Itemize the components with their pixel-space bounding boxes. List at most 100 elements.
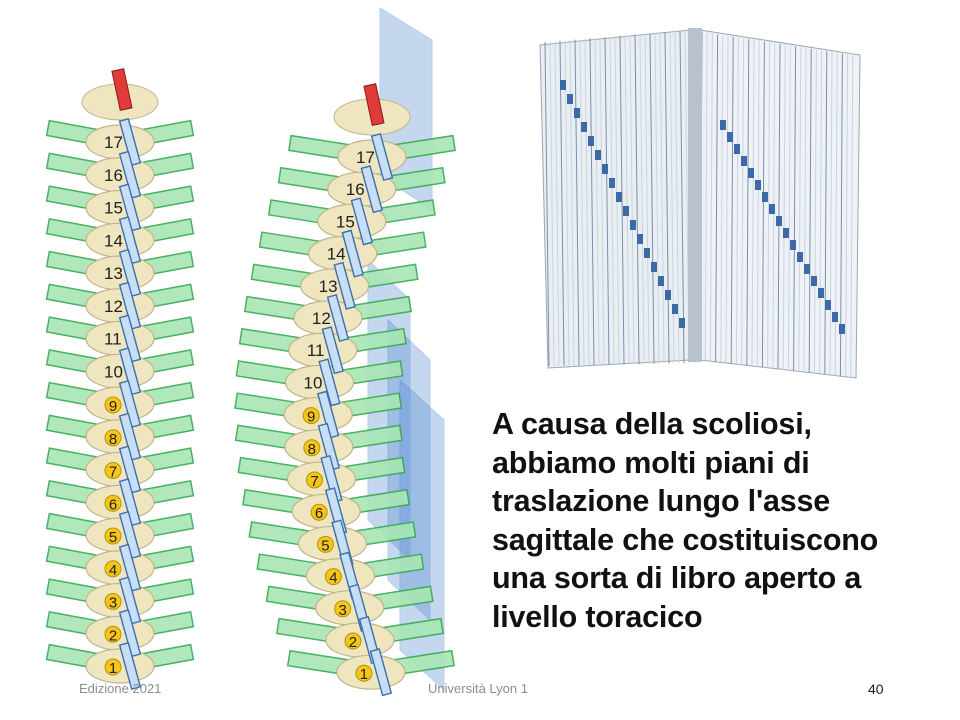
label-badge bbox=[344, 632, 362, 650]
page-edge bbox=[609, 36, 615, 365]
page-edge bbox=[574, 39, 580, 366]
axis-tube bbox=[321, 326, 345, 375]
label-badge bbox=[310, 503, 328, 521]
thumb-index-mark bbox=[630, 220, 636, 230]
thumb-index-mark bbox=[797, 252, 803, 262]
axis-tube bbox=[118, 412, 142, 461]
thumb-index-mark bbox=[783, 228, 789, 238]
label-badge bbox=[303, 439, 321, 457]
label-badge bbox=[104, 593, 122, 610]
thumb-index-mark bbox=[672, 304, 678, 314]
red-marker bbox=[111, 68, 133, 111]
vertebra-label: 8 bbox=[109, 431, 117, 448]
page-edge bbox=[624, 35, 630, 365]
vertebra-label: 5 bbox=[109, 529, 117, 546]
label-badge bbox=[334, 600, 352, 618]
thumb-index-mark bbox=[720, 120, 726, 130]
axis-tube bbox=[118, 543, 142, 592]
label-badge bbox=[104, 625, 122, 643]
axis-tube bbox=[320, 454, 343, 504]
axis-tube bbox=[341, 229, 364, 278]
vertebra-label: 3 bbox=[339, 602, 347, 619]
label-badge bbox=[316, 535, 334, 553]
axis-tube bbox=[370, 132, 394, 182]
red-marker bbox=[363, 83, 385, 126]
axis-tube bbox=[326, 293, 350, 343]
page-edge bbox=[679, 31, 685, 364]
axis-tube bbox=[118, 609, 142, 658]
page-edge bbox=[554, 41, 560, 366]
vertebra-label: 7 bbox=[310, 473, 318, 490]
thumb-index-mark bbox=[644, 248, 650, 258]
vertebra-label: 5 bbox=[321, 537, 329, 554]
axis-tube bbox=[118, 248, 142, 298]
vertebra-label: 11 bbox=[104, 330, 122, 349]
vertebra-label: 13 bbox=[319, 277, 338, 296]
page-edge bbox=[798, 47, 802, 372]
open-book-photo bbox=[528, 20, 862, 390]
label-badge bbox=[104, 494, 122, 512]
thumb-index-mark bbox=[588, 136, 594, 146]
page-edge bbox=[634, 34, 640, 365]
vertebra-label: 10 bbox=[104, 362, 123, 381]
label-badge bbox=[324, 568, 342, 586]
explanation-text: A causa della scoliosi, abbiamo molti pi… bbox=[492, 405, 932, 636]
axis-tube bbox=[118, 314, 142, 363]
thumb-index-mark bbox=[560, 80, 566, 90]
axis-tube bbox=[118, 347, 142, 396]
label-badge bbox=[104, 527, 122, 545]
page-edge bbox=[659, 32, 665, 364]
thumb-index-mark bbox=[818, 288, 824, 298]
page-edge bbox=[579, 39, 585, 366]
vertebra-label: 9 bbox=[307, 409, 315, 426]
axis-tube bbox=[118, 379, 142, 429]
thumb-index-mark bbox=[762, 192, 768, 202]
page-edge bbox=[594, 37, 600, 366]
vertebra-label: 9 bbox=[109, 398, 117, 415]
page-edge bbox=[674, 31, 680, 364]
thumb-index-mark bbox=[776, 216, 782, 226]
page-edge bbox=[604, 37, 610, 365]
page-edge bbox=[850, 55, 854, 378]
page-edge bbox=[599, 37, 605, 365]
thumb-index-mark bbox=[825, 300, 831, 310]
thumb-index-mark bbox=[734, 144, 740, 154]
vertebra-label: 1 bbox=[109, 660, 117, 677]
page-edge bbox=[715, 34, 719, 362]
thumb-index-mark bbox=[727, 132, 733, 142]
vertebra-label: 12 bbox=[104, 297, 123, 316]
axis-tube bbox=[118, 445, 142, 494]
axis-tube bbox=[118, 478, 142, 527]
vertebra-label: 6 bbox=[109, 496, 117, 513]
page-edge bbox=[704, 32, 708, 361]
vertebra-label: 14 bbox=[104, 231, 123, 250]
label-badge bbox=[104, 429, 122, 447]
axis-tube bbox=[118, 117, 142, 167]
axis-tube bbox=[333, 261, 356, 310]
axis-tube bbox=[360, 165, 383, 214]
text-line-6: livello toracico bbox=[492, 599, 703, 634]
page-edge bbox=[544, 41, 550, 367]
page-number: 40 bbox=[868, 681, 884, 697]
page-edge bbox=[808, 48, 812, 373]
thumb-index-mark bbox=[839, 324, 845, 334]
page-edge bbox=[845, 54, 849, 377]
thumb-index-mark bbox=[637, 234, 643, 244]
vertebra-label: 7 bbox=[109, 464, 117, 481]
thumb-index-mark bbox=[602, 164, 608, 174]
axis-tube bbox=[318, 358, 341, 407]
page-edge bbox=[819, 50, 823, 374]
page-edge bbox=[813, 49, 817, 374]
page-edge bbox=[564, 40, 570, 366]
axis-tube bbox=[317, 422, 341, 471]
thumb-index-mark bbox=[574, 108, 580, 118]
vertebra-label: 17 bbox=[356, 148, 375, 167]
thumb-index-mark bbox=[804, 264, 810, 274]
vertebra-label: 11 bbox=[307, 341, 325, 360]
page-edge bbox=[559, 40, 565, 366]
thumb-index-mark bbox=[581, 122, 587, 132]
axis-tube bbox=[350, 197, 374, 246]
text-line-5: una sorta di libro aperto a bbox=[492, 561, 862, 595]
vertebra-label: 2 bbox=[349, 634, 357, 651]
